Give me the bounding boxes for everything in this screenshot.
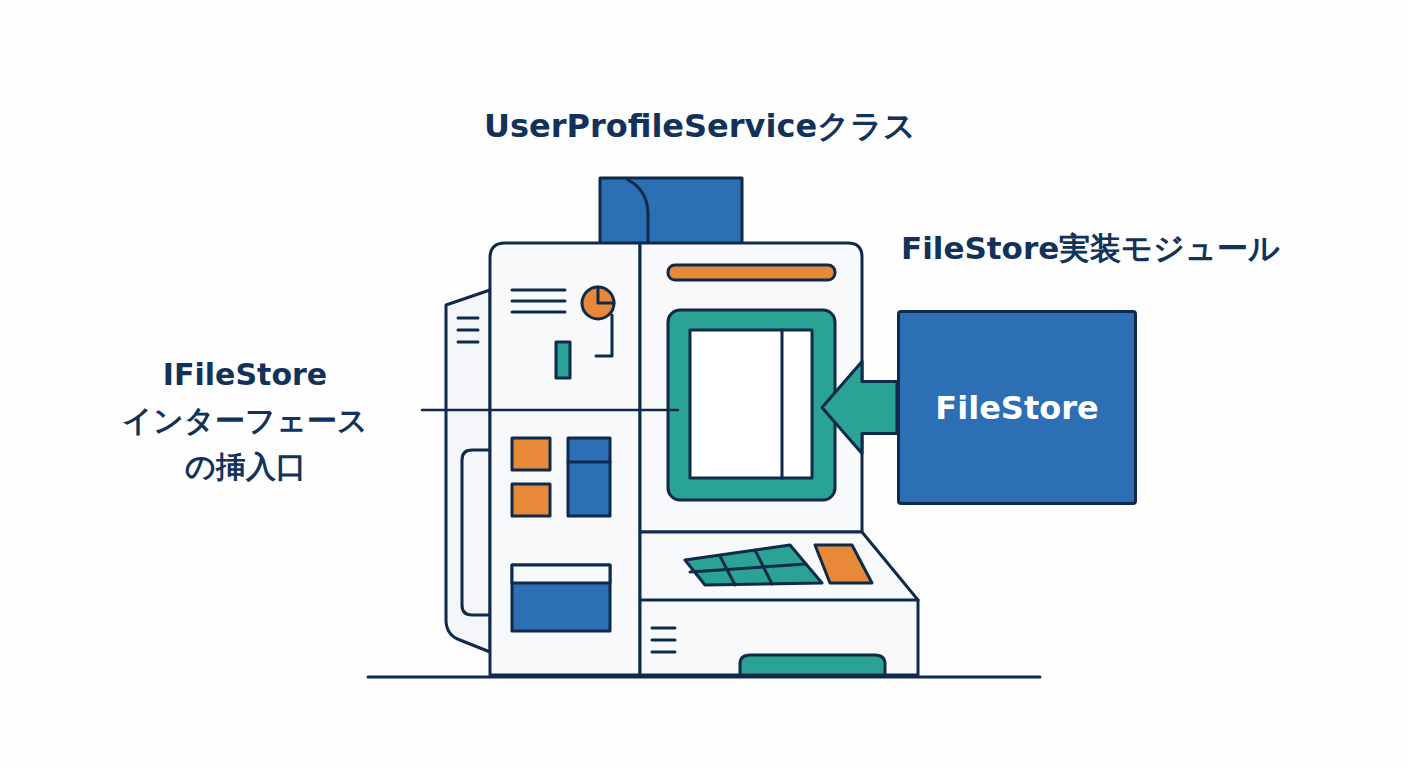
module-fill: FileStore — [897, 310, 1137, 505]
module-name: FileStore — [935, 389, 1098, 427]
leader-line — [422, 409, 678, 412]
callout-label: IFileStore インターフェース の挿入口 — [95, 352, 395, 490]
module-box: FileStore実装モジュールFileStore — [897, 228, 1137, 505]
class-heading: UserProfileServiceクラス — [350, 105, 1050, 149]
class-machine: UserProfileServiceクラス — [440, 105, 822, 677]
insert-arrow — [822, 362, 897, 454]
module-heading: FileStore実装モジュール — [901, 228, 1280, 270]
